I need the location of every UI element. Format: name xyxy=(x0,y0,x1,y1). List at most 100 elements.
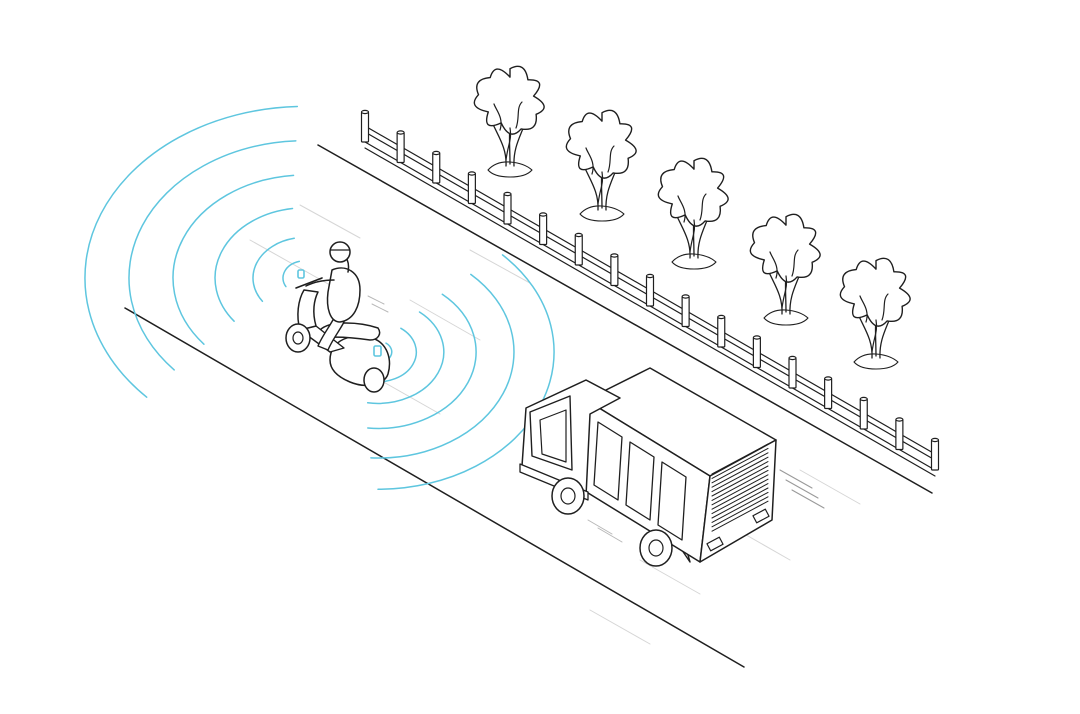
truck-rear-louvre xyxy=(711,491,769,523)
rider-arm xyxy=(305,279,335,287)
fence-post xyxy=(930,437,940,471)
fence-post-body xyxy=(788,357,797,389)
truck-motion-line xyxy=(785,479,819,499)
fence-post-cap xyxy=(717,314,726,320)
fence-post-cap xyxy=(574,232,583,238)
tree-canopy xyxy=(473,65,545,135)
rear-wave-ring xyxy=(172,174,295,345)
fence xyxy=(360,109,940,477)
truck-rear-louvre xyxy=(711,456,769,488)
tree xyxy=(657,157,729,270)
rear-wave-ring xyxy=(84,105,299,398)
rear-wave-ring xyxy=(252,237,295,303)
tree-trunk-inner xyxy=(871,319,878,353)
sensor-waves xyxy=(84,105,555,491)
scooter-handlebar xyxy=(295,277,323,289)
tree-row xyxy=(473,65,911,370)
tree-ground xyxy=(579,205,625,222)
truck-rear-louvre xyxy=(711,469,769,501)
fence-post-body xyxy=(895,418,904,451)
truck-rear-louvre xyxy=(711,447,769,479)
fence-rail xyxy=(364,147,936,477)
tree-branch xyxy=(699,193,707,221)
tree-canopy xyxy=(657,157,729,227)
tree-trunk-inner xyxy=(781,275,788,309)
tree-trunk-inner xyxy=(597,171,604,205)
truck-motion-line xyxy=(597,527,623,543)
fence-post-cap xyxy=(432,150,441,156)
fence-post-cap xyxy=(930,437,940,443)
fence-post xyxy=(645,273,655,307)
fence-post-cap xyxy=(360,109,370,115)
fence-post-body xyxy=(360,111,370,143)
road-streak xyxy=(249,239,331,286)
scooter-front-sensor xyxy=(297,269,305,279)
tree-branch xyxy=(769,251,778,279)
truck-windshield xyxy=(529,395,573,471)
truck-rear-light xyxy=(752,508,770,524)
scooter-rear-sensor xyxy=(373,345,382,357)
fence-post xyxy=(717,314,726,348)
fence-post-cap xyxy=(396,130,405,135)
truck-rear-hub xyxy=(648,539,664,557)
truck-rear-louvre xyxy=(711,443,769,475)
tree-branch xyxy=(493,103,502,131)
fence-post-body xyxy=(681,295,690,328)
fence-post-body xyxy=(467,172,476,205)
tree-canopy xyxy=(749,213,821,283)
tree-trunk-inner xyxy=(505,127,512,161)
tree xyxy=(839,257,911,370)
truck-motion-line xyxy=(587,519,613,535)
tree-branch xyxy=(677,195,686,223)
front-wave-ring xyxy=(366,311,445,405)
truck-side-panel xyxy=(657,461,687,541)
truck-rear-louvre xyxy=(711,452,769,484)
scooter-motion-line xyxy=(367,295,385,305)
truck-rear-louvre xyxy=(711,474,769,506)
truck-rear-louvre xyxy=(711,478,769,510)
scooter-group xyxy=(285,241,391,393)
tree-branch xyxy=(791,249,799,277)
truck-side-panel xyxy=(625,441,655,521)
truck-rear-light xyxy=(706,536,724,552)
tree-branch xyxy=(859,295,868,323)
fence-post-body xyxy=(645,275,655,307)
road-near-edge xyxy=(124,307,745,668)
tree-ground xyxy=(853,353,899,370)
fence-post-cap xyxy=(681,294,690,299)
tree-branch xyxy=(881,293,889,321)
tree xyxy=(473,65,545,178)
truck-window-frame xyxy=(539,409,567,463)
fence-post-cap xyxy=(645,273,655,279)
fence-post-body xyxy=(396,131,405,164)
road-streak xyxy=(409,299,481,341)
truck-rear-louvre xyxy=(711,483,769,515)
truck-motion-line xyxy=(779,469,813,489)
road-streak xyxy=(469,249,531,284)
road-far-edge xyxy=(317,144,933,494)
fence-post xyxy=(895,417,904,451)
fence-post xyxy=(503,191,512,225)
rear-wave-ring xyxy=(282,260,301,288)
fence-post xyxy=(824,376,833,410)
front-wave-ring xyxy=(367,293,477,430)
scooter-front-hub xyxy=(292,331,304,345)
tree-canopy xyxy=(565,109,637,179)
fence-post xyxy=(360,109,370,143)
tree-branch xyxy=(515,101,523,129)
rear-wave-ring xyxy=(128,140,297,371)
truck-front-hub xyxy=(560,487,576,505)
scooter-rider xyxy=(285,241,391,393)
truck-side-panel xyxy=(593,421,623,501)
tree-branch xyxy=(607,145,615,173)
fence-post-body xyxy=(930,439,940,471)
fence-post xyxy=(396,130,405,164)
truck-motion-line xyxy=(791,489,825,509)
fence-post xyxy=(574,232,583,266)
fence-post-body xyxy=(432,152,441,184)
fence-post-body xyxy=(824,377,833,410)
fence-post-body xyxy=(503,193,512,225)
road xyxy=(124,144,933,668)
truck xyxy=(519,367,825,567)
tree-canopy xyxy=(839,257,911,327)
